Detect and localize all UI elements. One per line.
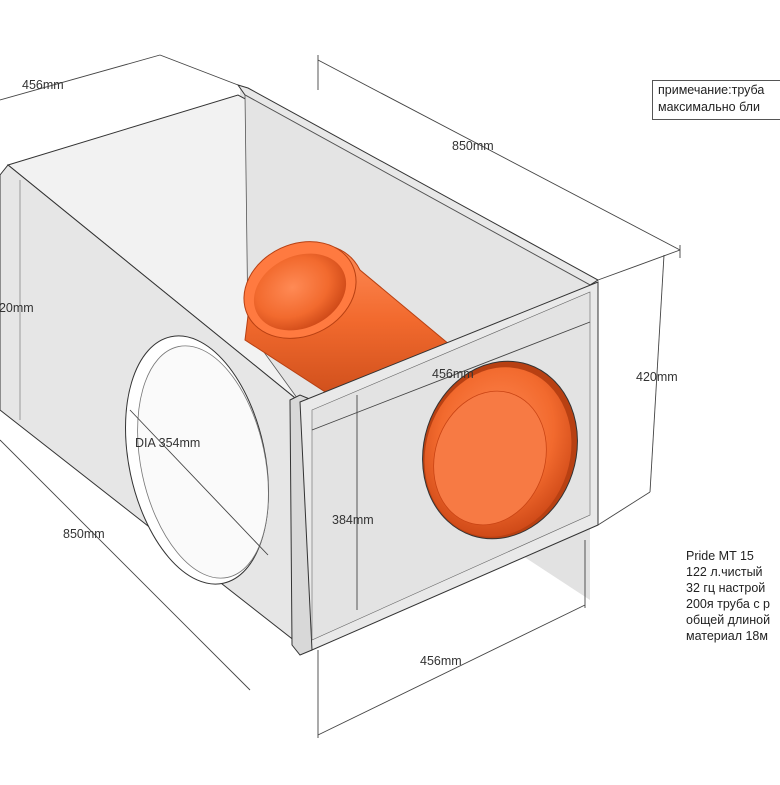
note-line-2: максимально бли [658, 100, 760, 114]
dim-top-length: 850mm [452, 139, 494, 153]
back-panel [236, 84, 599, 286]
dim-bottom-width: 456mm [420, 654, 462, 668]
specs-list: Pride MT 15 122 л.чистый 32 гц настрой 2… [686, 548, 770, 644]
note-box: примечание:труба максимально бли [652, 80, 780, 120]
spec-line: общей длиной [686, 613, 771, 627]
dim-inner-height: 384mm [332, 513, 374, 527]
dim-inner-width: 456mm [432, 367, 474, 381]
front-port [422, 360, 578, 540]
dim-hole-diameter: DIA 354mm [135, 436, 200, 450]
port-tube [243, 241, 451, 396]
note-line-1: примечание:труба [658, 83, 765, 97]
spec-line: 122 л.чистый [686, 565, 763, 579]
dim-right-height: 420mm [636, 370, 678, 384]
speaker-cutout [125, 335, 269, 585]
dim-left-height: 420mm [0, 301, 34, 315]
spec-line: 32 гц настрой [686, 581, 766, 595]
spec-line: 200я труба с р [686, 597, 770, 611]
dimension-lines [0, 54, 681, 738]
dim-top-width: 456mm [22, 78, 64, 92]
spec-line: Pride MT 15 [686, 549, 754, 563]
dim-bottom-length: 850mm [63, 527, 105, 541]
spec-line: материал 18м [686, 629, 768, 643]
